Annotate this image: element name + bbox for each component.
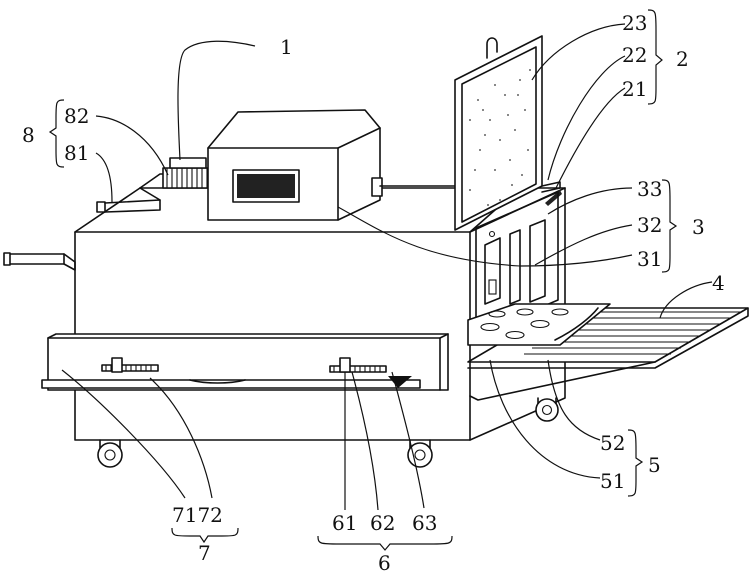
caster-wheels	[98, 398, 558, 467]
left-pipe	[4, 253, 75, 270]
wheel-front-right	[408, 440, 432, 467]
label-61: 61	[332, 511, 357, 535]
control-box	[208, 110, 455, 220]
lid-panel	[455, 36, 562, 230]
front-drawer	[42, 334, 448, 390]
label-82: 82	[64, 104, 89, 128]
label-32: 32	[637, 213, 662, 237]
label-1: 1	[280, 35, 293, 59]
label-22: 22	[622, 43, 647, 67]
brackets	[50, 10, 676, 550]
label-5: 5	[648, 453, 661, 477]
label-21: 21	[622, 77, 647, 101]
label-62: 62	[370, 511, 395, 535]
label-2: 2	[676, 47, 689, 71]
label-33: 33	[637, 177, 662, 201]
label-51: 51	[600, 469, 625, 493]
callout-labels: 1 8 82 81 23 22 2 21 33 32 3 31 4 52 5 5…	[22, 11, 725, 575]
label-4: 4	[712, 271, 725, 295]
label-3: 3	[692, 215, 705, 239]
label-7: 7	[198, 541, 211, 565]
label-23: 23	[622, 11, 647, 35]
label-63: 63	[412, 511, 437, 535]
label-8: 8	[22, 123, 35, 147]
label-7172: 7172	[172, 503, 223, 527]
label-31: 31	[637, 247, 662, 271]
label-81: 81	[64, 141, 89, 165]
label-6: 6	[378, 551, 391, 575]
wheel-front-left	[98, 440, 122, 467]
top-gear	[163, 158, 213, 188]
wheel-rear-right	[536, 398, 558, 421]
label-52: 52	[600, 431, 625, 455]
